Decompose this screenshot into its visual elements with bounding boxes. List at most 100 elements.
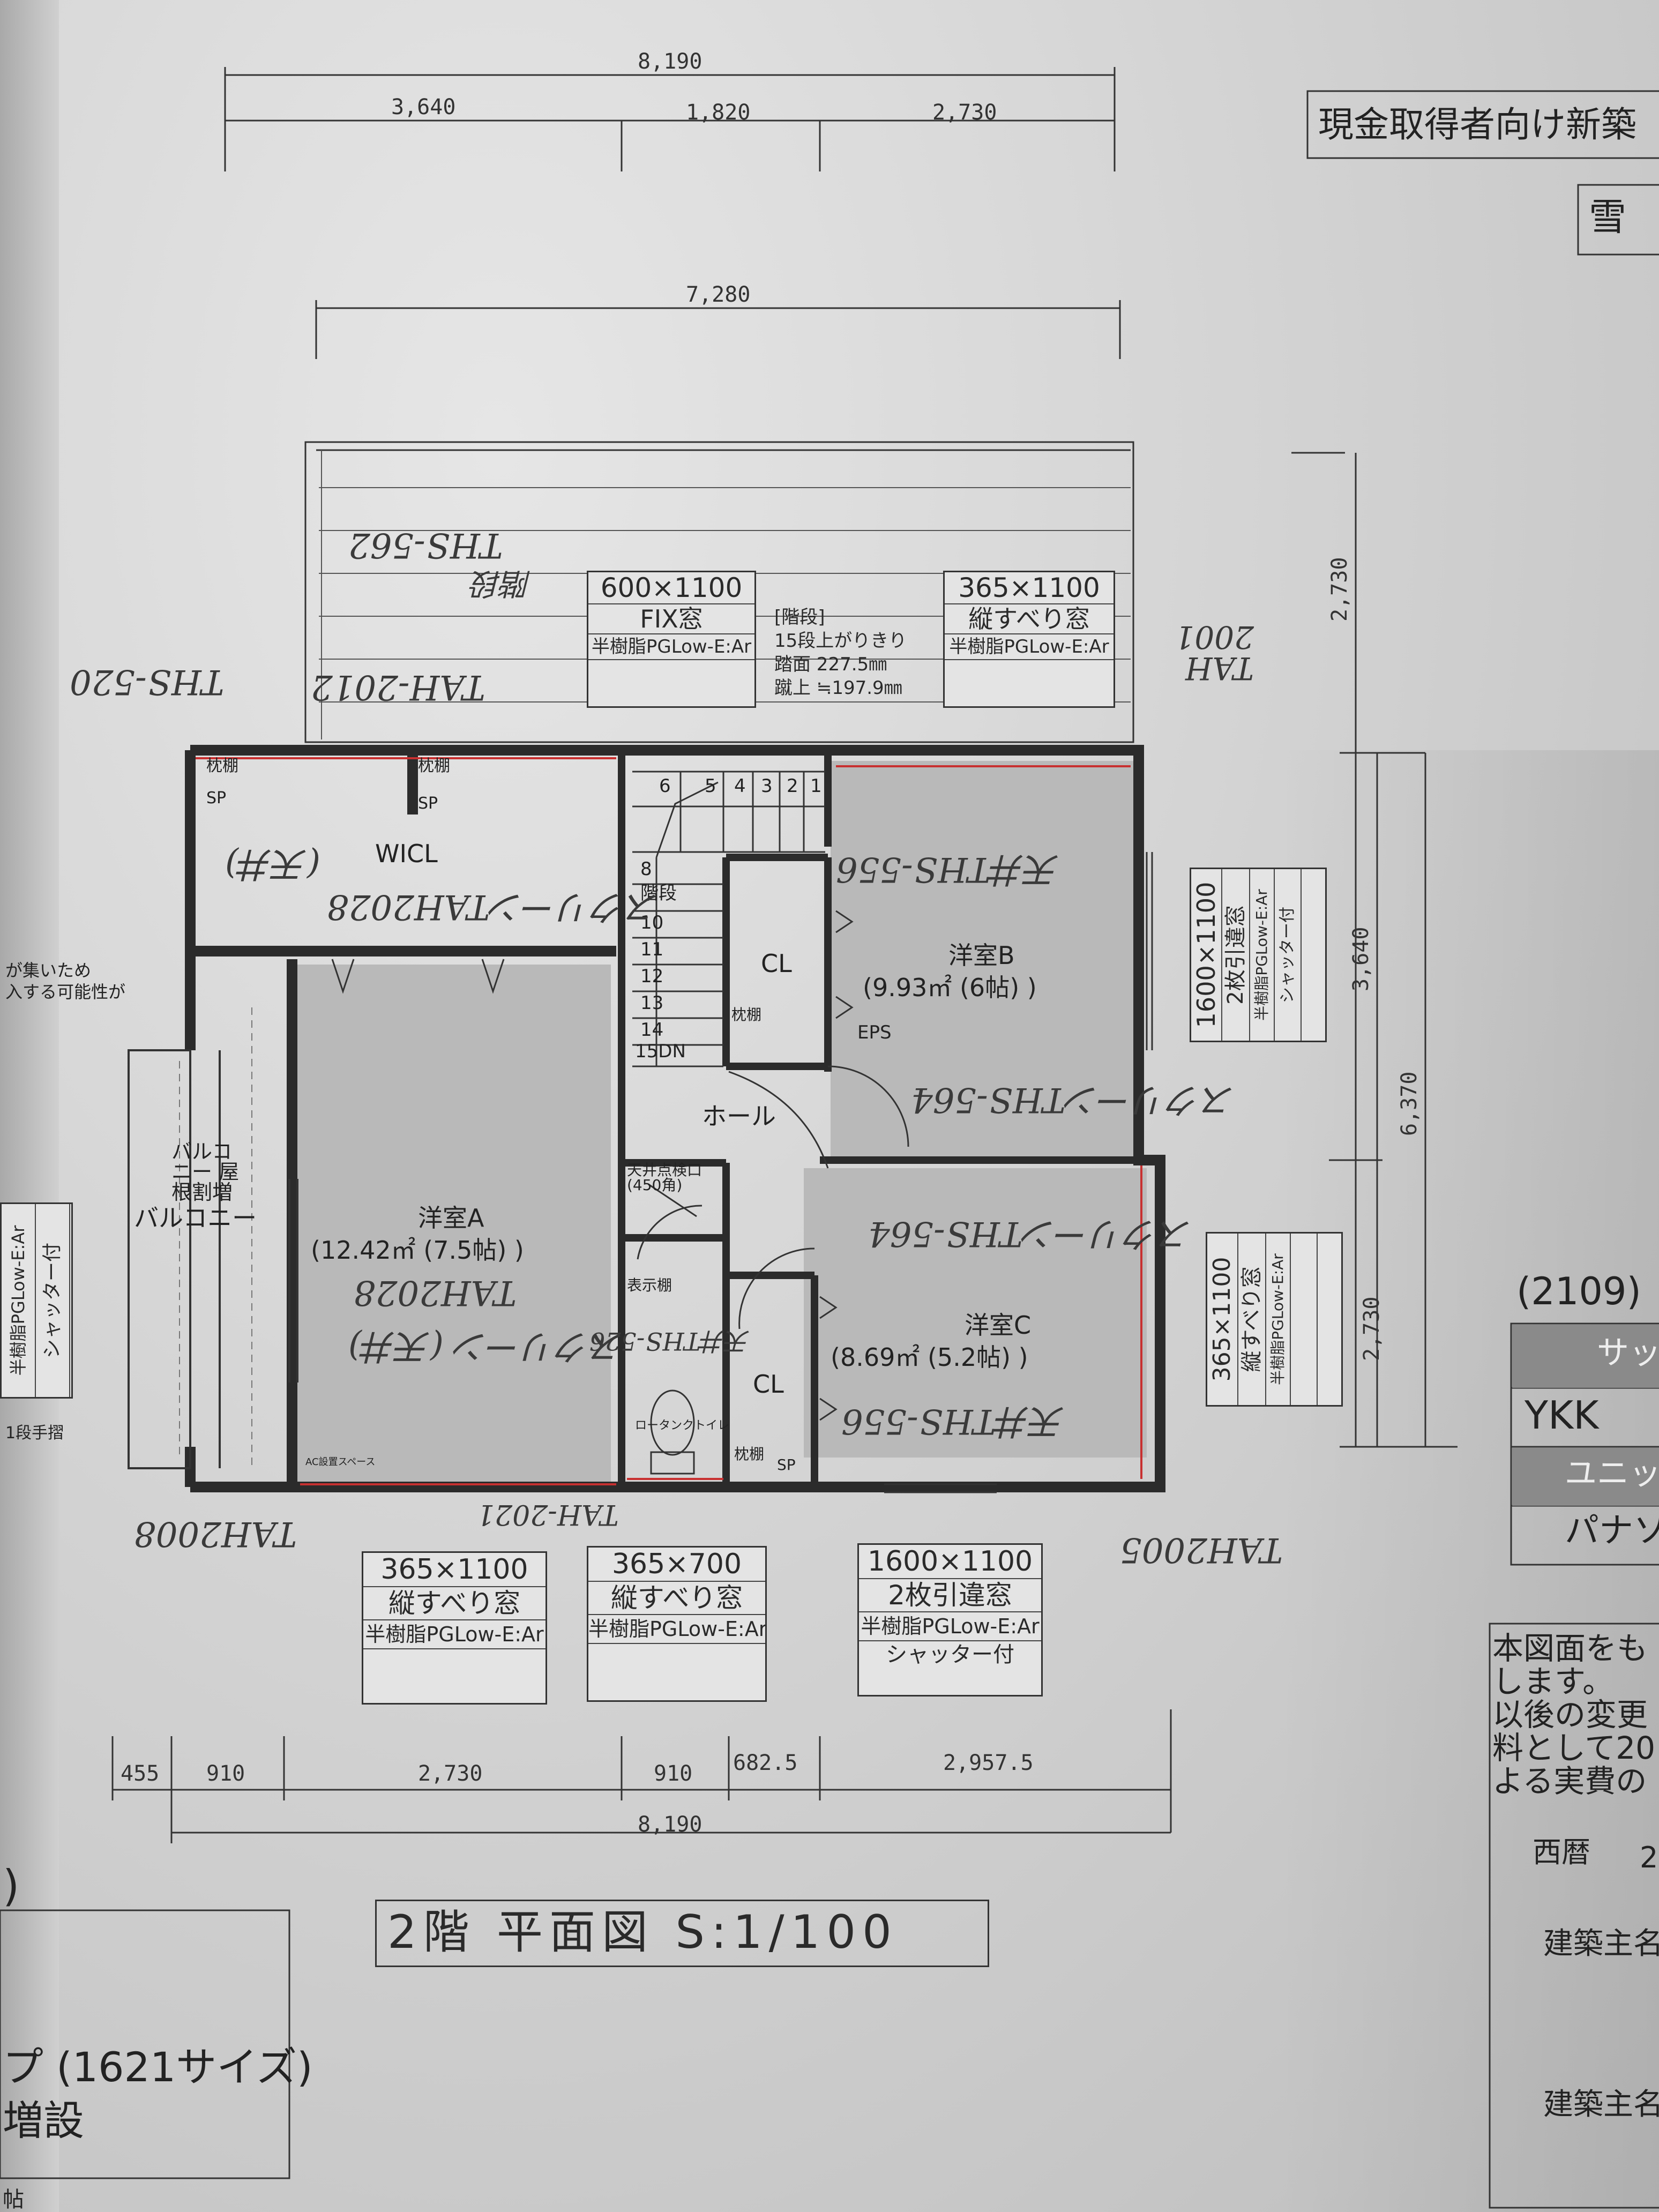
- window-glass: 半樹脂PGLow-E:Ar: [588, 634, 754, 660]
- room-b-area: (9.93㎡ (6帖) ): [863, 973, 1037, 1002]
- window-size: 365×1100: [945, 572, 1114, 604]
- window-spec-box: 1600×1100 2枚引違窓 半樹脂PGLow-E:Ar シャッター付: [1190, 868, 1327, 1042]
- window-size: 365×700: [588, 1548, 765, 1582]
- table-header: ユニット: [1565, 1455, 1659, 1492]
- window-size: 365×1100: [363, 1553, 545, 1587]
- stair-step-number: 14: [640, 1019, 664, 1041]
- handwritten-note: (天井): [225, 844, 320, 884]
- handrail-label: 1段手摺: [5, 1424, 64, 1443]
- dim-top-a: 3,640: [391, 95, 456, 119]
- window-spec-box: 365×1100 縦すべり窓 半樹脂PGLow-E:Ar: [362, 1551, 547, 1705]
- handwritten-note: TAH2028: [354, 1273, 517, 1312]
- window-type: 縦すべり窓: [1238, 1234, 1266, 1405]
- stair-info: [階段] 15段上がりきり 踏面 227.5㎜ 蹴上 ≒197.9㎜: [774, 606, 907, 700]
- eps-label: EPS: [857, 1022, 892, 1043]
- stair-step-number: 5: [705, 775, 716, 797]
- window-extra: シャッター付: [886, 1642, 1014, 1667]
- stair-step-number: 3: [761, 775, 773, 797]
- sheet-notes: 本図面をも します。 以後の変更 料として20 よる実費の: [1492, 1632, 1655, 1798]
- dim-right-b: 3,640: [1349, 926, 1373, 991]
- room-a-area: (12.42㎡ (7.5帖) ): [311, 1236, 524, 1265]
- table-header: サッ: [1597, 1334, 1659, 1372]
- year-label: 西暦: [1533, 1835, 1590, 1869]
- paper-edge-shadow: [0, 0, 59, 2212]
- window-size: 365×1100: [1207, 1234, 1238, 1405]
- window-extra: [588, 1644, 765, 1671]
- window-glass: 半樹脂PGLow-E:Ar: [1266, 1234, 1291, 1405]
- closet-label: CL: [753, 1370, 784, 1399]
- window-type: 縦すべり窓: [363, 1587, 545, 1620]
- window-extra: [588, 660, 754, 687]
- balcony-roof-label: バルコニー 屋根割増: [171, 1140, 240, 1204]
- shelf-label: 枕棚: [734, 1445, 765, 1463]
- window-glass: 半樹脂PGLow-E:Ar: [859, 1612, 1041, 1641]
- window-extra: [945, 660, 1114, 687]
- window-type: 縦すべり窓: [588, 1582, 765, 1615]
- window-size: 1600×1100: [859, 1545, 1041, 1579]
- table-cell: YKK: [1525, 1393, 1599, 1438]
- handwritten-note: スクリーン (天井): [348, 1326, 625, 1366]
- dim-top-b: 1,820: [686, 100, 751, 125]
- handwritten-note: 階段: [472, 566, 532, 601]
- window-extra: [363, 1649, 545, 1676]
- ceiling-inspection-label: 天井点検口 (450角): [627, 1161, 703, 1194]
- window-spec-box: 365×1100 縦すべり窓 半樹脂PGLow-E:Ar: [943, 571, 1115, 708]
- handwritten-note: TAH2005: [1120, 1530, 1283, 1570]
- toilet-label: ロータンクトイレ: [635, 1419, 730, 1432]
- note-line: よる実費の: [1492, 1763, 1647, 1799]
- plan-title: 2階 平面図 S:1/100: [387, 1905, 898, 1959]
- stair-step-number: 11: [640, 939, 664, 960]
- bottom-left-note: 増設: [3, 2097, 84, 2144]
- ac-note: AC設置スペース: [305, 1456, 376, 1468]
- dim-bottom-e: 682.5: [733, 1751, 798, 1775]
- stair-info-line: 蹴上 ≒197.9㎜: [774, 677, 902, 699]
- window-glass: 半樹脂PGLow-E:Ar: [2, 1204, 36, 1397]
- dim-bottom-total: 8,190: [638, 1812, 703, 1837]
- storage-label: 表示棚: [627, 1276, 672, 1294]
- shelf-label: 枕棚: [206, 757, 238, 775]
- window-type: 2枚引違窓: [1222, 869, 1250, 1041]
- bottom-left-note: 帖: [3, 2187, 24, 2212]
- window-glass: 半樹脂PGLow-E:Ar: [363, 1620, 545, 1649]
- stairs-label: 階段: [640, 883, 677, 904]
- stairs-down-label: 15DN: [635, 1041, 686, 1062]
- window-spec-box-partial: 半樹脂PGLow-E:Ar シャッター付: [0, 1202, 73, 1399]
- owner-label: 建築主名: [1543, 1926, 1659, 1961]
- stair-step-number: 10: [640, 912, 664, 933]
- sp-label: SP: [418, 794, 438, 813]
- room-c-name: 洋室C: [965, 1311, 1032, 1340]
- dim-second: 7,280: [686, 282, 751, 307]
- handwritten-note: TAH-2012: [311, 667, 485, 707]
- stair-step-number: 6: [659, 775, 671, 797]
- sp-label: SP: [206, 789, 227, 808]
- stair-step-number: 12: [640, 966, 664, 987]
- sheet-code: (2109): [1516, 1269, 1641, 1313]
- stair-step-number: 4: [734, 775, 746, 797]
- bottom-left-paren: ): [3, 1861, 20, 1911]
- sheet-subheader: 雪: [1589, 195, 1626, 239]
- shelf-label: 枕棚: [418, 757, 450, 775]
- stair-info-heading: [階段]: [774, 607, 825, 628]
- window-size: 600×1100: [588, 572, 754, 604]
- room-b-name: 洋室B: [948, 941, 1015, 970]
- shelf-label: 枕棚: [731, 1006, 762, 1023]
- sp-label: SP: [777, 1456, 796, 1474]
- stair-info-line: 踏面 227.5㎜: [774, 654, 887, 675]
- dim-bottom-c: 2,730: [418, 1761, 483, 1786]
- note-line: します。: [1492, 1663, 1614, 1700]
- sheet-header: 現金取得者向け新築: [1318, 104, 1636, 145]
- handwritten-note: TAH 2001: [1175, 619, 1254, 686]
- room-a-name: 洋室A: [418, 1204, 484, 1232]
- dim-bottom-d: 910: [654, 1761, 693, 1786]
- left-note: 入する可能性が: [5, 982, 126, 1002]
- dim-top-c: 2,730: [932, 100, 997, 125]
- window-type: 縦すべり窓: [945, 604, 1114, 634]
- stair-info-line: 15段上がりきり: [774, 630, 907, 652]
- stair-step-number: 8: [640, 858, 652, 880]
- window-extra: シャッター付: [1275, 869, 1302, 1041]
- window-size: 1600×1100: [1191, 869, 1222, 1041]
- owner-label: 建築主名: [1543, 2087, 1659, 2122]
- window-type: 2枚引違窓: [859, 1579, 1041, 1612]
